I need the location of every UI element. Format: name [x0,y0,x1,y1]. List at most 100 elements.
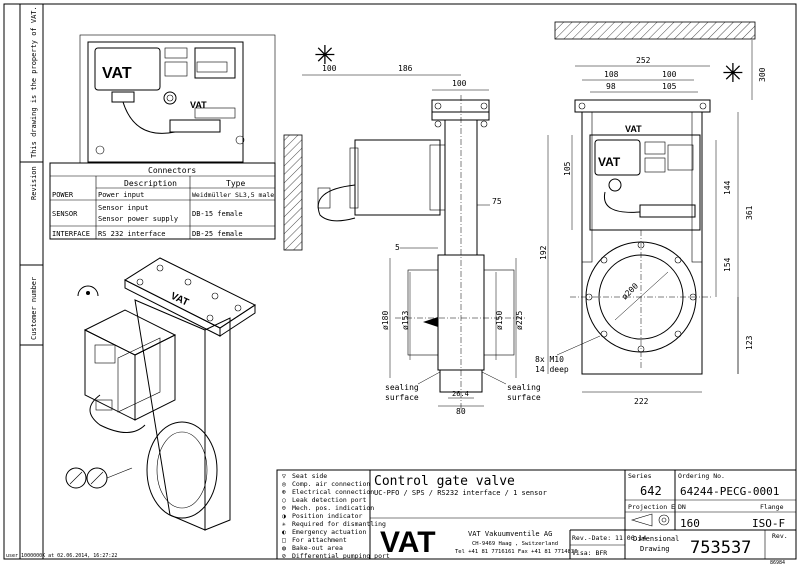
legend-item: Position indicator [292,512,363,520]
dim-80: 80 [456,407,466,416]
dim-98: 98 [606,82,616,91]
series-label: Series [628,472,652,480]
svg-text:✳: ✳ [282,520,286,528]
visa: Visa: BFR [572,549,607,557]
svg-text:◐: ◐ [282,528,286,536]
rev-label: Rev. [772,532,788,540]
wall-hatch [283,134,303,251]
ceiling-hatch [554,21,756,40]
connector-name: SENSOR [52,210,78,218]
connector-desc: Sensor input [98,204,149,212]
doc-type-1: Dimensional [633,535,679,543]
legend-item: Mech. pos. indication [292,504,374,512]
customer-number-label: Customer number [30,277,38,340]
sealing-right-2: surface [507,393,541,402]
front-view: ✳ VAT VAT ø200 252 [535,21,767,406]
projection-label: Projection E [628,503,675,511]
connector-type: DB-15 female [192,210,243,218]
dim-d180: ø180 [381,311,390,330]
company-address: CH-9469 Haag , Switzerland [472,541,558,547]
dn-label: DN [678,503,686,511]
legend-item: Bake-out area [292,544,343,552]
connector-name: POWER [52,191,74,199]
front-controller-logo: VAT [598,155,621,169]
vat-logo: VAT [380,526,436,559]
series-value: 642 [640,484,662,498]
ordering-number: 64244-PECG-0001 [680,485,779,498]
connector-desc: RS 232 interface [98,230,165,238]
dim-144: 144 [723,180,732,195]
connectors-table: Connectors Description Type POWER Power … [49,162,276,240]
svg-text:◍: ◍ [282,544,287,552]
valve-logo-small: VAT [190,100,207,110]
company-phone: Tel +41 81 7716161 Fax +41 81 7714830 [455,549,578,555]
svg-text:□: □ [282,536,286,544]
legend-item: Emergency actuation [292,528,366,536]
connector-type: DB-25 female [192,230,243,238]
dim-d200: ø200 [620,281,640,301]
iso-logo: VAT [169,291,190,309]
seat-side-arrow-icon [423,317,438,327]
revision-label: Revision [30,166,38,200]
dim-222: 222 [634,397,649,406]
connector-type: Weidmüller SL3,5 male [192,191,274,199]
drawing-title: Control gate valve [374,474,515,489]
svg-text:◎: ◎ [282,480,286,488]
thread-depth-label: 14 deep [535,365,569,374]
dim-100-left: 100 [322,64,337,73]
user-stamp: user 1000000K at 02.06.2014, 16:27:22 [6,553,117,559]
sealing-right-1: sealing [507,383,541,392]
dim-d153: ø153 [401,311,410,330]
dismantling-asterisk-icon: ✳ [722,58,744,88]
legend-item: Required for dismantling [292,520,386,528]
legend-item: Differential pumping port [292,552,390,560]
drawing-subtitle: UC-PFO / SPS / RS232 interface / 1 senso… [374,489,547,497]
doc-type-2: Drawing [640,545,670,553]
dim-186: 186 [398,64,413,73]
pumping-port-icon [65,467,87,489]
dim-d225: ø225 [515,311,524,330]
connector-desc-2: Sensor power supply [98,215,178,223]
sealing-left-1: sealing [385,383,419,392]
corner-code: 86984 [770,560,785,566]
connector-name: INTERFACE [52,230,90,238]
flange-label: Flange [760,503,784,511]
dim-5: 5 [395,243,400,252]
flange-value: ISO-F [752,517,785,530]
dim-100-top: 100 [452,79,467,88]
svg-text:⊘: ⊘ [282,552,286,560]
connectors-title: Connectors [148,166,196,175]
svg-text:◑: ◑ [282,512,286,520]
svg-text:○: ○ [282,496,286,504]
revision-date: Rev.-Date: 11.06.14 [572,534,646,542]
dim-26-4: 26.4 [452,390,469,398]
dismantling-asterisk-icon: ✳ [314,40,336,70]
dim-123: 123 [745,335,754,350]
thread-label: 8x M10 [535,355,564,364]
controller-detail-view: VAT VAT [79,34,276,164]
symbol-legend: ▽ ◎ ⊕ ○ ⊖ ◑ ✳ ◐ □ ◍ ⊘ Seat side Comp. ai… [276,469,390,560]
projection-symbol-icon [630,513,670,527]
legend-item: Seat side [292,472,327,480]
legend-item: Electrical connection [292,488,374,496]
drawing-number: 753537 [690,538,751,558]
dot-icon [86,291,90,295]
svg-text:⊖: ⊖ [282,504,286,512]
svg-text:⊕: ⊕ [282,488,286,496]
dim-108: 108 [604,70,619,79]
connectors-header-type: Type [226,179,245,188]
left-sidebar: This drawing is the property of VAT. Rev… [6,4,117,559]
dim-100-right: 100 [662,70,677,79]
front-valve-logo: VAT [625,124,642,134]
dim-105-left: 105 [563,161,572,176]
legend-item: For attachment [292,536,347,544]
svg-text:▽: ▽ [282,472,286,480]
legend-item: Leak detection port [292,496,366,504]
isometric-view: VAT [65,257,257,531]
rotation-arrow-icon [77,285,99,297]
dim-192: 192 [539,245,548,260]
ordering-label: Ordering No. [678,472,725,480]
title-block: Control gate valve UC-PFO / SPS / RS232 … [369,469,797,566]
dim-154: 154 [723,257,732,272]
